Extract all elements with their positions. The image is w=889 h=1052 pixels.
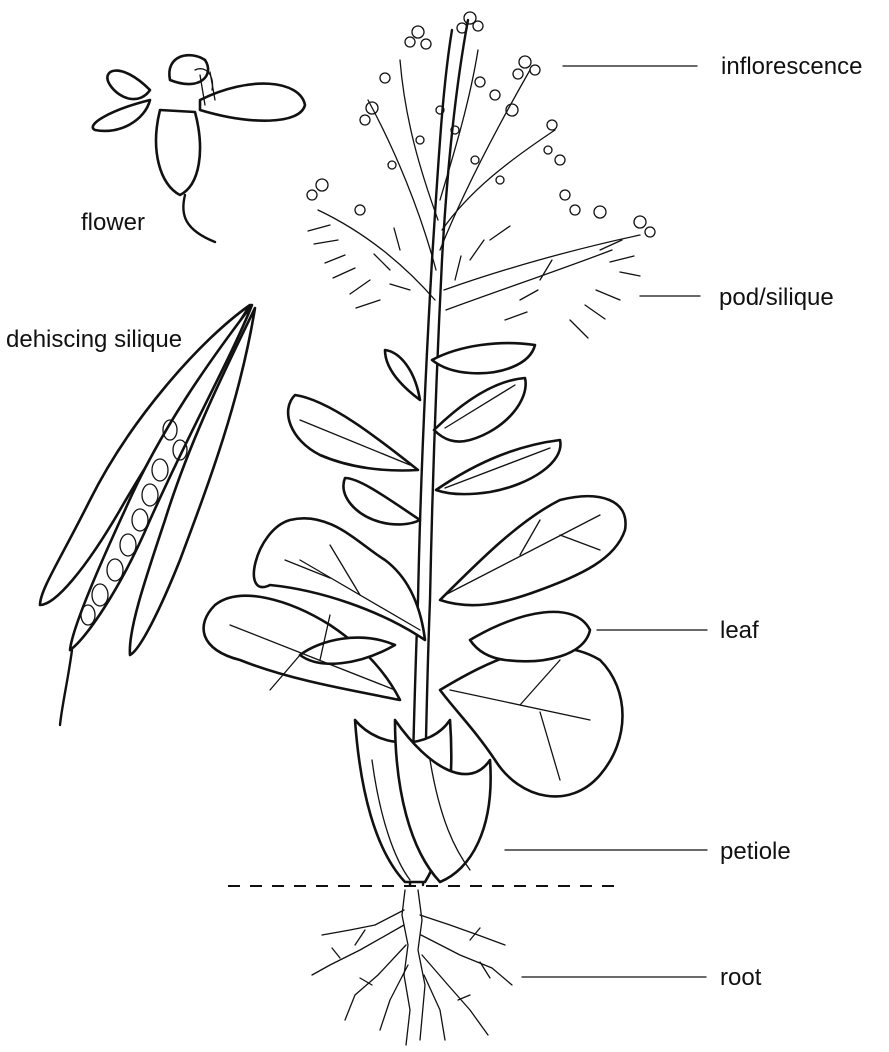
petiole-base (355, 720, 491, 882)
label-dehiscing-silique: dehiscing silique (6, 328, 182, 352)
pods (308, 225, 640, 338)
label-root: root (720, 966, 761, 990)
label-leaf: leaf (720, 619, 759, 643)
label-inflorescence: inflorescence (721, 55, 862, 79)
label-petiole: petiole (720, 840, 791, 864)
label-flower: flower (81, 211, 145, 235)
root-system (312, 890, 512, 1045)
label-pod-silique: pod/silique (719, 286, 834, 310)
dehiscing-silique-illustration (40, 305, 255, 725)
inflorescence-clusters (307, 12, 655, 237)
